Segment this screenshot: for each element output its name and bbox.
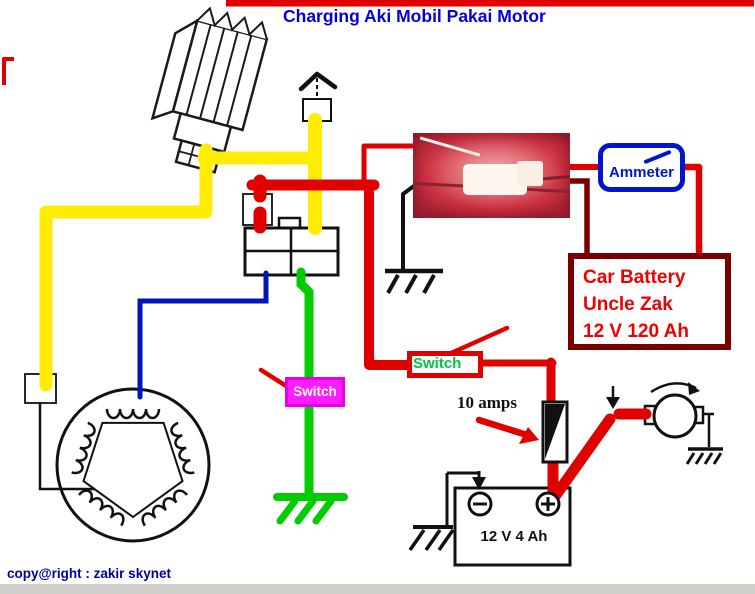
- fuse-arrow-stem: [475, 416, 531, 439]
- motor-rotation-arrowhead: [688, 382, 700, 395]
- photo-connector-housing: [463, 164, 527, 195]
- stator-lead-wire: [38, 402, 95, 491]
- plus-glyph: [541, 497, 555, 511]
- green-ground-prong: [312, 497, 335, 525]
- red-left-edge-mark: [2, 57, 14, 85]
- yellow-wires: [39, 113, 322, 392]
- stator-coil: [170, 421, 195, 475]
- stator-winding-chords: [82, 421, 184, 519]
- stator-coil: [78, 489, 125, 527]
- motor-ground-lead: [703, 412, 714, 447]
- rectifier-fin-line: [185, 23, 212, 116]
- fuse-rating-label: 10 amps: [457, 393, 517, 412]
- red-wire-photo-left: [361, 143, 427, 185]
- copyright-text: copy@right : zakir skynet: [7, 566, 171, 581]
- stator-coil: [141, 489, 188, 527]
- green-ground-prong: [294, 497, 317, 525]
- red-pointer-red-switch: [446, 325, 510, 357]
- battery-ground-symbol: [408, 525, 455, 552]
- red-wire-plus-to-motor-diag: [550, 413, 616, 501]
- ammeter-label: Ammeter: [608, 164, 675, 181]
- green-ground-prong: [276, 497, 299, 525]
- stator-coil: [71, 421, 96, 475]
- photo-connector-plug: [517, 161, 543, 186]
- stator-ring: [55, 387, 211, 543]
- car-battery-line3: 12 V 120 Ah: [583, 321, 689, 342]
- black-wires: [385, 181, 620, 552]
- ammeter-needle-icon: [643, 149, 672, 165]
- diagram-title: Charging Aki Mobil Pakai Motor: [283, 6, 546, 26]
- negative-terminal-arrowhead: [472, 477, 486, 490]
- fuse-diagonal-fill: [545, 404, 565, 459]
- ignition-switch-box: Switch: [285, 377, 345, 407]
- motor-body: [652, 393, 698, 439]
- rectifier-fin-line: [226, 34, 253, 127]
- blue-wire-connector-to-stator: [137, 270, 269, 400]
- red-wires: [2, 0, 754, 505]
- rectifier-fin-line: [212, 31, 239, 123]
- photo-wire-white: [419, 136, 481, 157]
- small-battery-label: 12 V 4 Ah: [480, 528, 548, 545]
- key-arrow-top: [298, 71, 338, 92]
- charge-switch-box: Switch: [407, 351, 483, 378]
- connector-photo: [413, 133, 571, 218]
- red-wire-ammeter-to-battery: [679, 163, 703, 262]
- fuse-arrowhead: [519, 427, 539, 444]
- motor-ground-symbol: [685, 447, 723, 465]
- rectifier-fin-line: [199, 27, 226, 119]
- motor-connect-arrowhead: [606, 397, 620, 409]
- red-wire-down-to-switch: [364, 180, 417, 370]
- stator-coil: [105, 408, 161, 420]
- rectifier-fin-tips: [196, 6, 268, 40]
- car-battery-box: Car Battery Uncle Zak 12 V 120 Ah: [568, 253, 731, 350]
- yellow-wire-to-stator: [39, 143, 213, 392]
- photo-ground-symbol: [385, 268, 443, 294]
- stator: [55, 387, 211, 543]
- fuse-symbol: [541, 400, 569, 464]
- bottom-edge-band: [0, 584, 755, 594]
- maroon-wire-photo-to-battery: [570, 178, 590, 257]
- connector-block: [242, 193, 340, 277]
- ammeter-box: Ammeter: [598, 143, 685, 192]
- car-battery-line2: Uncle Zak: [583, 294, 673, 315]
- car-battery-line1: Car Battery: [583, 267, 686, 288]
- small-battery-terminals: [467, 491, 561, 517]
- motor: [643, 382, 723, 465]
